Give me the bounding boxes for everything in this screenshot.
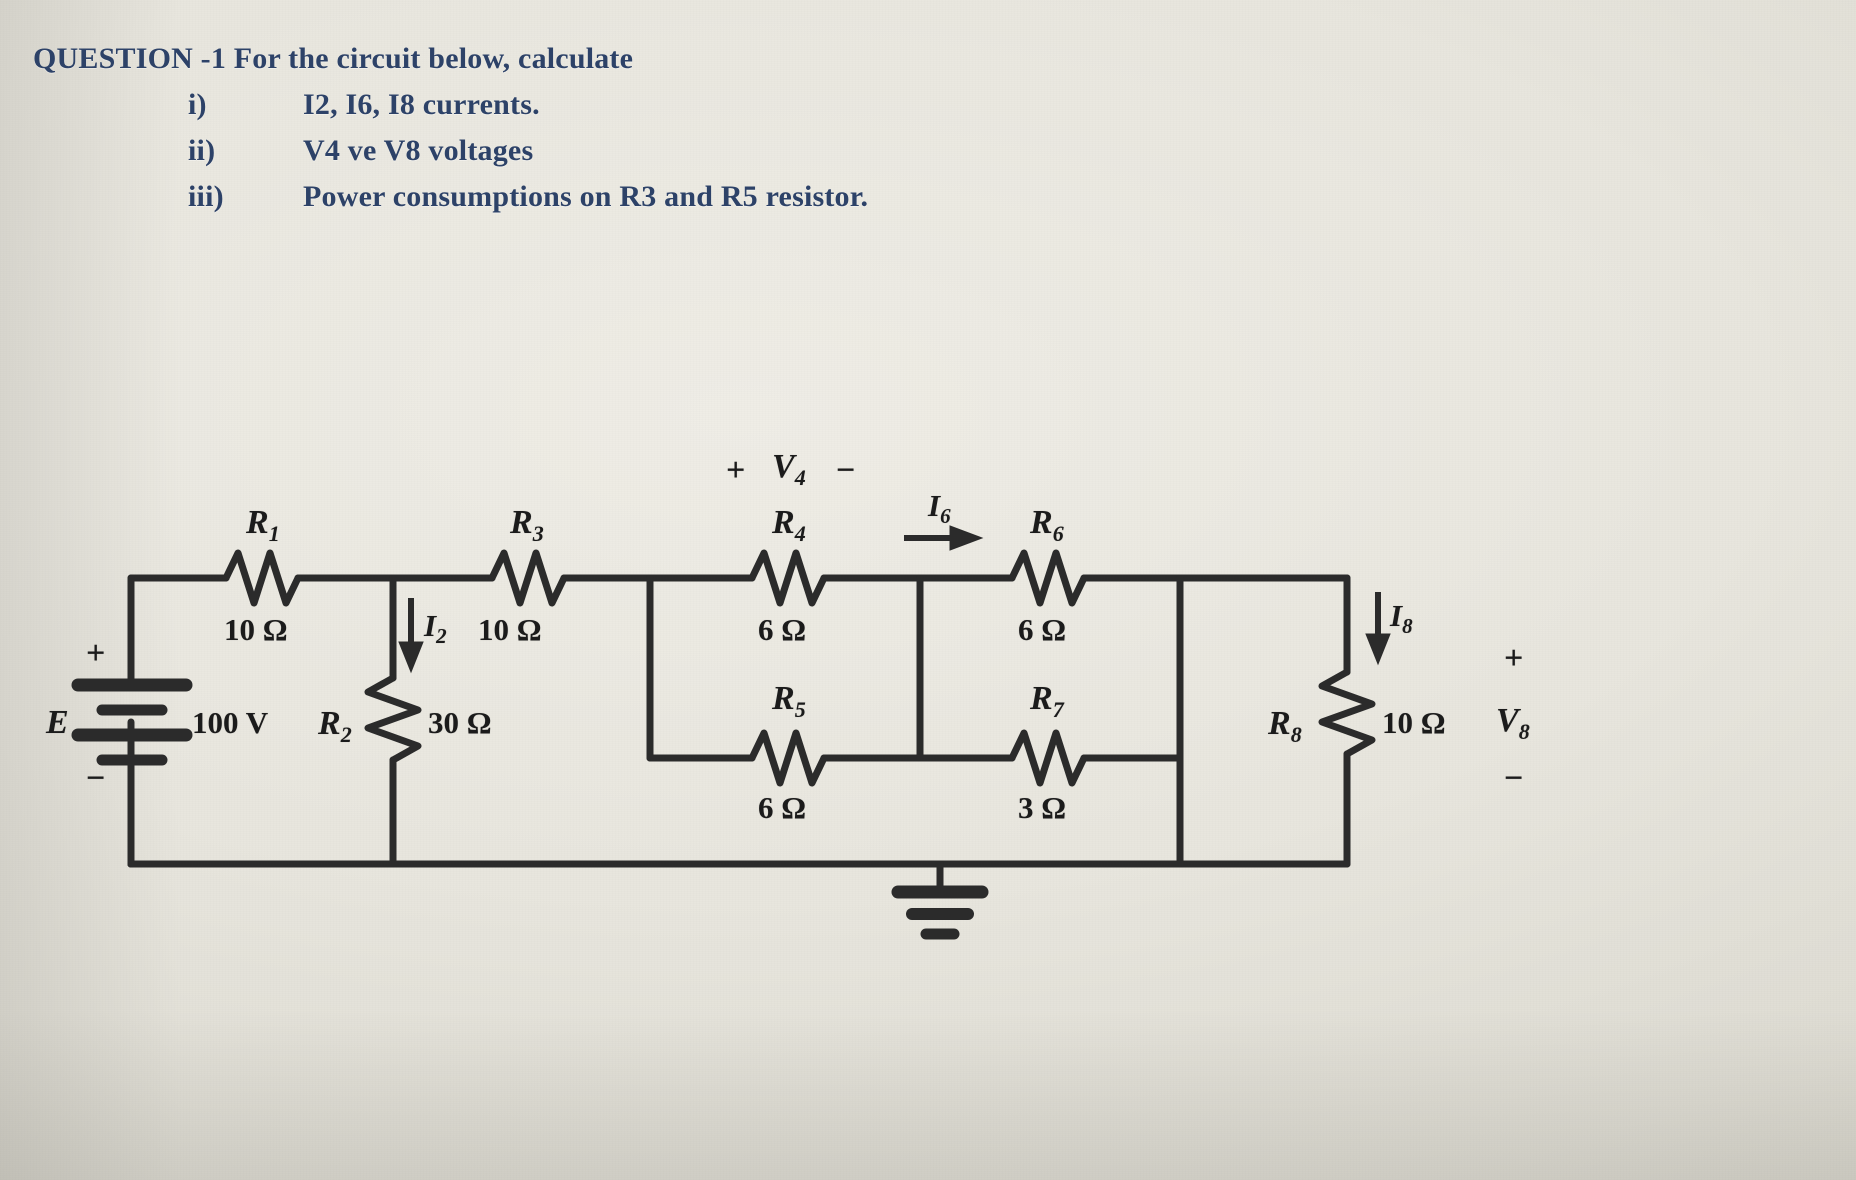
label-v4-minus: − [836,452,856,489]
label-v8-plus: + [1504,640,1524,677]
label-r4-symbol: R4 [772,504,806,546]
ground-symbol [891,885,989,940]
page-shadow-bottom [0,1010,1856,1180]
question-item-iii-text: Power consumptions on R3 and R5 resistor… [303,180,869,213]
arrow-i6-head [949,525,984,551]
label-source-minus: − [86,760,106,797]
resistor-r6-symbol [1008,549,1088,607]
label-r3-symbol: R3 [510,504,544,546]
label-r8-value: 10 Ω [1382,705,1446,740]
resistor-r2-symbol [364,674,422,764]
battery-symbol [71,678,193,766]
label-r2-value: 30 Ω [428,705,492,740]
question-item-iii: iii) Power consumptions on R3 and R5 res… [33,174,1333,220]
arrow-i2-head [398,641,424,674]
label-i6: I6 [928,488,951,529]
label-r6-value: 6 Ω [1018,612,1067,647]
label-v8-symbol: V8 [1496,702,1530,744]
resistor-r1-symbol [222,549,302,607]
label-r1-value: 10 Ω [224,612,288,647]
circuit-diagram: R1 10 Ω R3 10 Ω I2 E + − 100 V R2 30 Ω +… [0,380,1856,1140]
label-r5-value: 6 Ω [758,790,807,825]
question-heading: QUESTION -1 For the circuit below, calcu… [33,42,634,75]
page-shadow-left [0,0,180,1180]
question-item-i-text: I2, I6, I8 currents. [303,88,540,121]
label-r5-symbol: R5 [772,680,806,722]
resistor-r8-symbol [1318,668,1376,758]
label-i2: I2 [424,608,447,649]
circuit-schematic-svg [71,525,1391,940]
question-item-ii-numeral: ii) [188,134,216,167]
question-item-ii-text: V4 ve V8 voltages [303,134,534,167]
label-v4-plus: + [726,452,746,489]
question-item-i-numeral: i) [188,88,207,121]
label-r4-value: 6 Ω [758,612,807,647]
arrow-i8-head [1365,633,1391,666]
resistor-r5-symbol [748,729,828,787]
label-source-plus: + [86,635,106,672]
current-arrows [398,525,1391,674]
question-item-iii-numeral: iii) [188,180,224,213]
label-r8-symbol: R8 [1268,705,1302,747]
label-r3-value: 10 Ω [478,612,542,647]
label-r2-symbol: R2 [318,705,352,747]
resistor-r4-symbol [748,549,828,607]
label-source-e: E [46,704,69,741]
label-r7-value: 3 Ω [1018,790,1067,825]
label-i8: I8 [1390,598,1413,639]
label-r1-symbol: R1 [246,504,280,546]
question-item-i: i) I2, I6, I8 currents. [33,82,1333,128]
label-r6-symbol: R6 [1030,504,1064,546]
label-v4-symbol: V4 [772,448,806,490]
label-source-value: 100 V [192,705,269,740]
resistor-r3-symbol [488,549,568,607]
label-v8-minus: − [1504,760,1524,797]
resistor-r7-symbol [1008,729,1088,787]
question-block: QUESTION -1 For the circuit below, calcu… [33,36,1333,220]
label-r7-symbol: R7 [1030,680,1064,722]
question-item-ii: ii) V4 ve V8 voltages [33,128,1333,174]
